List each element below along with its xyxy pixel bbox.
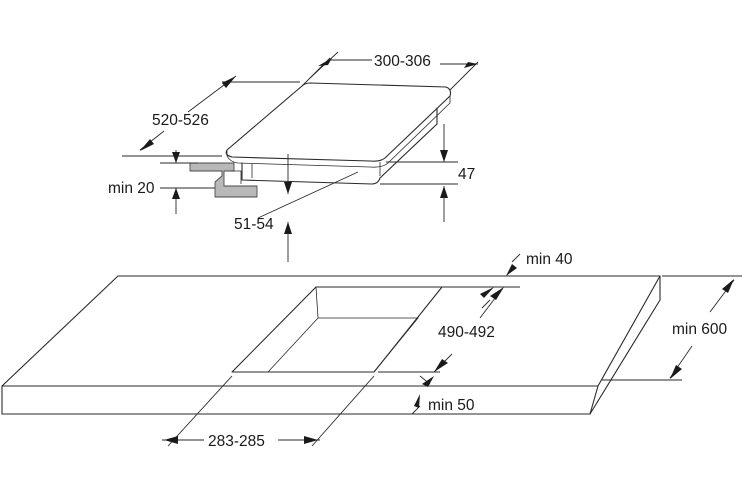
cutout-inner-corner [315,286,319,319]
label-hob-height: 47 [458,166,475,183]
dim-cutout-offset [257,154,359,262]
dim-rear-clearance [440,253,521,309]
label-worktop-depth: min 600 [672,321,728,338]
label-cutout-offset: 51-54 [234,216,274,233]
worktop-front-face [1,385,599,415]
hob-top-face [225,82,452,162]
label-cutout-width: 283-285 [208,433,265,450]
label-hob-width: 300-306 [374,53,431,70]
dim-cutout-depth [378,286,520,373]
label-hob-depth: 520-526 [152,112,209,129]
worktop-side-face [589,275,661,415]
bracket-hook [231,170,242,184]
dim-cutout-width [162,375,375,447]
label-worktop-thickness: min 20 [108,180,155,197]
dim-hob-width [301,51,479,91]
label-cutout-depth: 490-492 [438,324,495,341]
cutout-outer [231,286,443,373]
dim-front-clearance [411,375,434,415]
dim-hob-depth [122,75,300,157]
label-front-clearance: min 50 [428,397,475,414]
worktop-top-face [1,275,661,387]
hob-drawing [225,82,452,185]
dim-hob-height [380,124,458,222]
dim-worktop-thickness [160,150,215,214]
label-rear-clearance: min 40 [526,251,573,268]
hob-glass-edge [226,96,451,168]
worktop-drawing [1,275,661,415]
cutout-inner [318,317,419,373]
hob-body [241,107,438,185]
dim-worktop-depth [602,275,742,381]
cutout-inner-side [267,317,319,373]
